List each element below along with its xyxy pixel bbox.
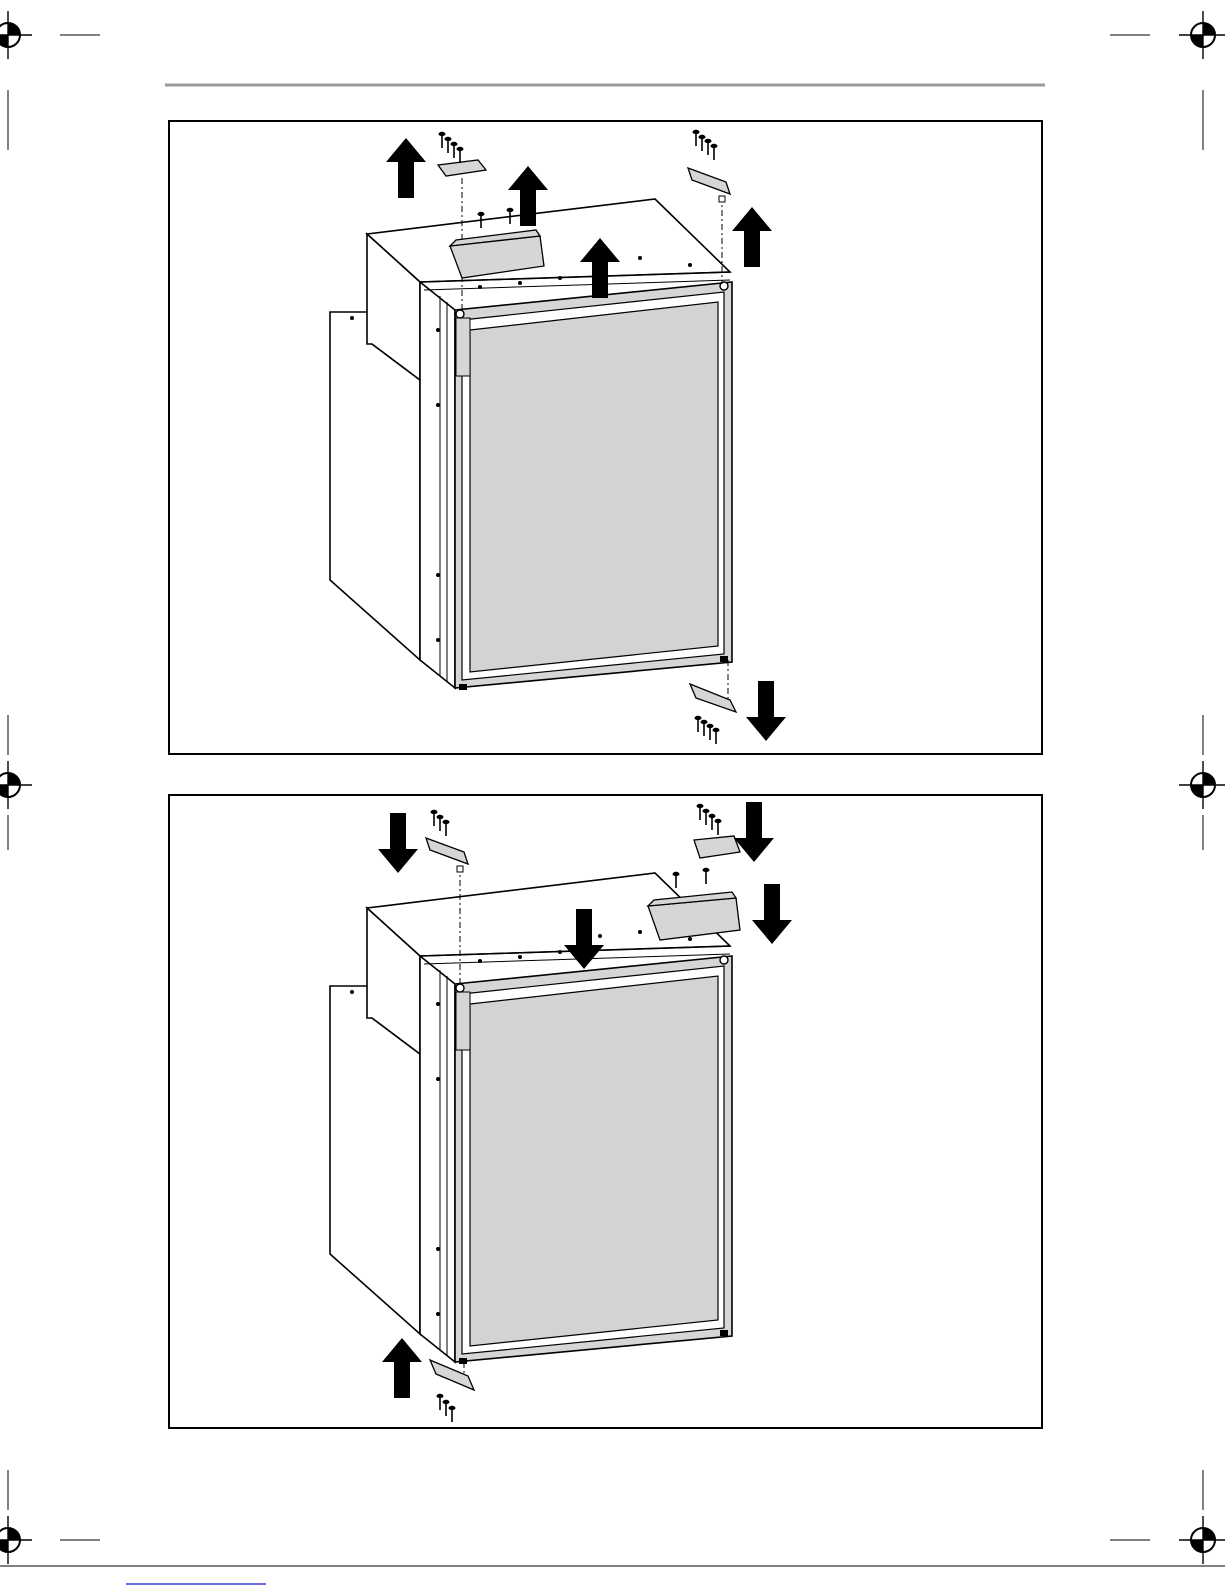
figure-bottom (169, 795, 1042, 1428)
registration-mark-bottom-left-icon (0, 1516, 32, 1564)
figure-top (169, 121, 1042, 754)
registration-mark-mid-left-icon (0, 761, 32, 809)
registration-mark-bottom-right-icon (1179, 1516, 1225, 1564)
registration-mark-top-left-icon (0, 11, 32, 59)
registration-mark-top-right-icon (1179, 11, 1225, 59)
registration-mark-mid-right-icon (1179, 761, 1225, 809)
